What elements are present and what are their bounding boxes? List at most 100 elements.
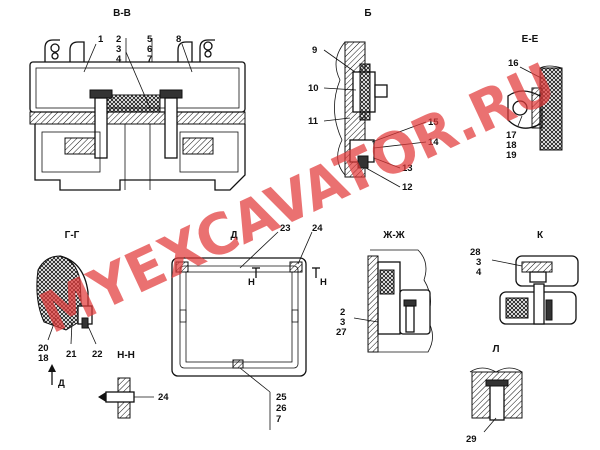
k-leader [491, 259, 523, 267]
d-frame-outer [171, 257, 307, 377]
nn-pin-tip [98, 392, 106, 402]
gg-callout-21: 21 [66, 349, 77, 360]
section-gg-title: Г-Г [65, 230, 80, 241]
zh-seal [379, 269, 395, 295]
section-k: К 28 3 4 [470, 230, 579, 325]
section-nn-title: Н-Н [117, 350, 135, 361]
d-marker-n-left: Н [248, 277, 255, 288]
gg-callout-20: 20 [38, 343, 49, 354]
vv-leaders [83, 38, 193, 109]
k-callout-28: 28 [470, 247, 481, 258]
vv-callout-8: 8 [176, 34, 181, 45]
section-b: Б 9 10 11 12 13 14 15 [308, 8, 439, 193]
ee-leaders [517, 66, 546, 127]
zh-wall [367, 255, 379, 353]
zh-bracket [399, 289, 431, 335]
b-callout-9: 9 [312, 45, 317, 56]
d-corner-tl [175, 261, 189, 273]
d-callout-24: 24 [312, 223, 323, 234]
section-d-title: Д [230, 230, 237, 241]
zh-screw-head [403, 299, 417, 307]
ee-bracket [531, 87, 543, 129]
ee-callout-17: 17 [506, 130, 517, 141]
d-callout-25: 25 [276, 392, 287, 403]
ee-break [539, 65, 563, 69]
vv-bolts [89, 89, 183, 159]
ee-hinge-pin [512, 100, 528, 116]
gg-callout-18: 18 [38, 353, 49, 364]
l-screw-head [485, 379, 509, 387]
vv-callout-2: 2 [116, 34, 121, 45]
d-corner-tr [289, 261, 303, 273]
b-seal [359, 63, 371, 121]
gg-leaders [47, 317, 97, 345]
d-view-arrow: Д [48, 364, 65, 389]
zh-callout-27: 27 [336, 327, 347, 338]
gg-callout-22: 22 [92, 349, 103, 360]
b-callout-11: 11 [308, 116, 319, 127]
ee-callout-18: 18 [506, 140, 517, 151]
k-callout-4: 4 [476, 267, 482, 278]
d-leaders [239, 231, 313, 430]
vv-center-insert [104, 94, 161, 113]
section-gg: Г-Г 20 18 21 22 Д [36, 230, 103, 389]
vv-middle-plate [29, 111, 246, 125]
d-arrow-label: Д [58, 378, 65, 389]
d-callout-23: 23 [280, 223, 291, 234]
k-nut [529, 271, 547, 283]
l-screw [489, 383, 505, 421]
vv-callout-6: 6 [147, 44, 152, 55]
d-glass [185, 271, 293, 363]
k-washer [545, 299, 553, 321]
section-l-title: Л [492, 344, 499, 355]
section-nn: Н-Н 24 [98, 350, 169, 419]
d-section-marks [252, 267, 320, 278]
d-bottom-clip [232, 359, 244, 369]
b-latch-pin [374, 84, 388, 98]
b-lower-screw [357, 155, 369, 169]
nn-pin [105, 391, 135, 403]
gg-frame-edge [59, 255, 89, 326]
vv-callout-7: 7 [147, 54, 152, 65]
b-break-line [334, 41, 346, 176]
section-zhzh-title: Ж-Ж [382, 230, 405, 241]
k-upper-profile [515, 255, 579, 287]
section-k-title: К [537, 230, 544, 241]
b-callout-10: 10 [308, 83, 319, 94]
k-seal [505, 297, 529, 319]
zh-callout-3: 3 [340, 317, 345, 328]
zh-callout-2: 2 [340, 307, 345, 318]
section-ee: Е-Е 16 17 18 19 [506, 34, 563, 161]
k-callout-3: 3 [476, 257, 481, 268]
section-d: Д Н Н 23 24 25 26 7 [171, 223, 327, 430]
k-screw [533, 283, 545, 325]
l-leader [483, 417, 497, 433]
ee-callout-19: 19 [506, 150, 517, 161]
zh-leader [353, 317, 379, 323]
b-callout-12: 12 [402, 182, 413, 193]
vv-callout-1: 1 [98, 34, 104, 45]
ee-callout-16: 16 [508, 58, 519, 69]
section-l: Л 29 [466, 344, 523, 445]
l-callout-29: 29 [466, 434, 477, 445]
section-vv-title: В-В [113, 8, 131, 19]
section-ee-title: Е-Е [522, 34, 539, 45]
gg-screw [81, 317, 89, 329]
l-break-line [469, 367, 523, 373]
d-side-clip-r [291, 309, 299, 323]
b-callout-13: 13 [402, 163, 413, 174]
d-callout-7: 7 [276, 414, 281, 425]
d-callout-26: 26 [276, 403, 287, 414]
b-callout-14: 14 [428, 137, 439, 148]
d-side-clip-l [179, 309, 187, 323]
vv-callout-4: 4 [116, 54, 122, 65]
vv-callout-3: 3 [116, 44, 121, 55]
vv-lower-housing [34, 124, 246, 191]
b-leaders [323, 49, 427, 188]
section-zhzh: Ж-Ж 2 3 27 [336, 230, 433, 353]
section-vv: В-В [29, 8, 246, 191]
k-insert [521, 261, 553, 273]
gg-seal-profile [36, 255, 83, 331]
